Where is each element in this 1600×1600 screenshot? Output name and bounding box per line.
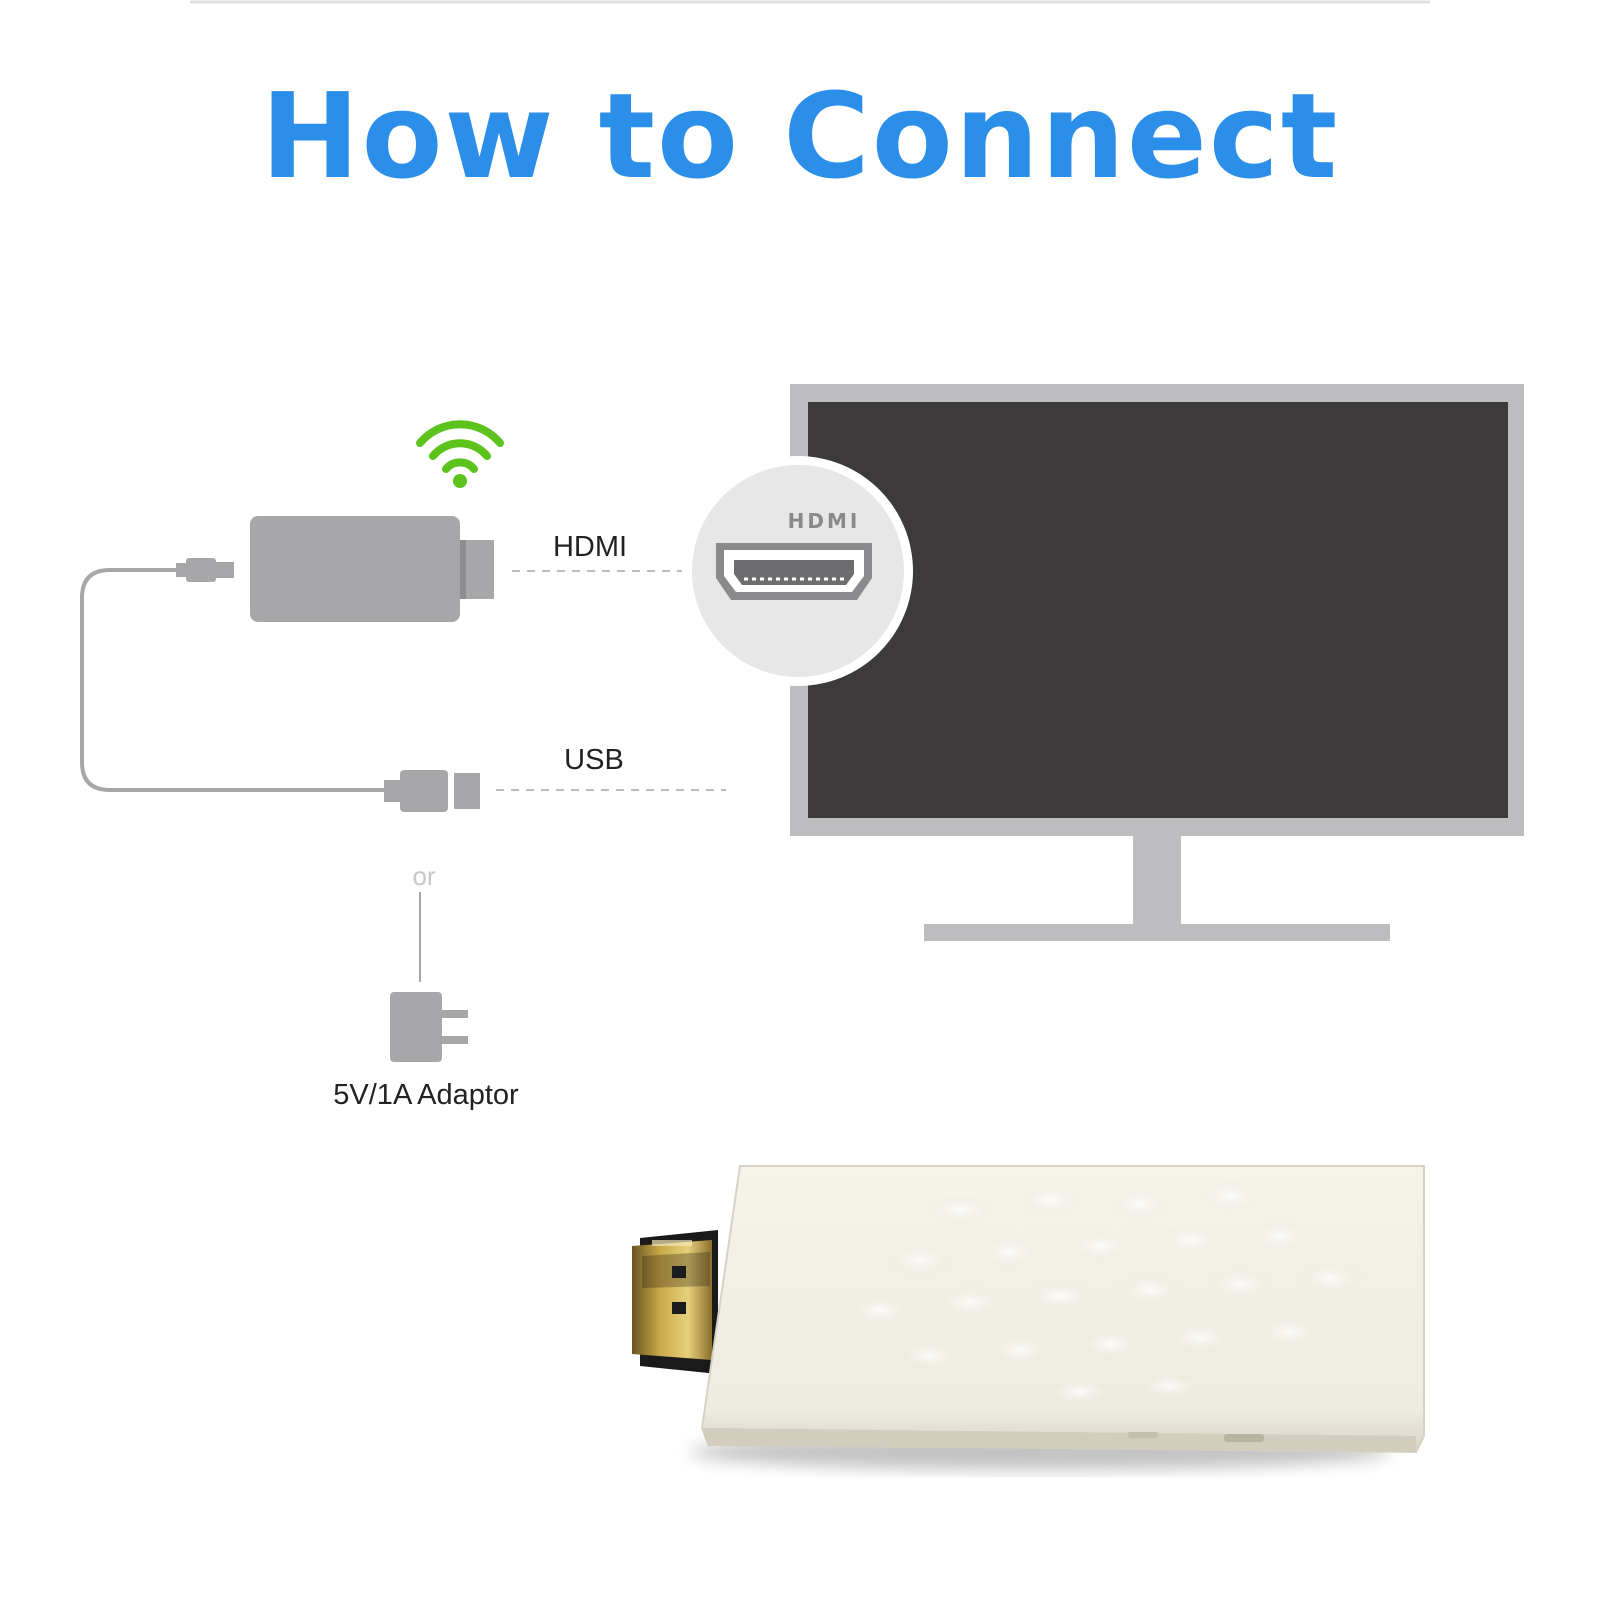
hdmi-port-icon [716,543,872,600]
or-label: or [412,861,435,891]
micro-usb-plug-icon [176,558,234,582]
power-adaptor-icon [390,992,468,1062]
usb-cable [80,568,384,792]
dongle-icon [250,516,494,622]
dongle-micro-usb-port [1224,1434,1264,1442]
usb-label: USB [564,744,624,776]
texture-pattern [846,1180,1364,1406]
monitor-stand-neck [1133,836,1181,932]
monitor-icon [790,384,1524,941]
hdmi-label: HDMI [553,531,627,563]
dongle-button [1128,1432,1158,1438]
adaptor-label: 5V/1A Adaptor [333,1079,519,1111]
page-title: How to Connect [260,67,1340,205]
hdmi-plug-photo [632,1230,718,1374]
monitor-stand-base [924,924,1390,941]
hdmi-port-callout: HDMI [683,456,913,686]
monitor-screen [808,402,1508,818]
hdmi-port-logo: HDMI [788,509,861,533]
dongle-photo [632,1165,1425,1470]
wifi-icon [416,420,504,488]
usb-plug-icon [384,770,480,812]
